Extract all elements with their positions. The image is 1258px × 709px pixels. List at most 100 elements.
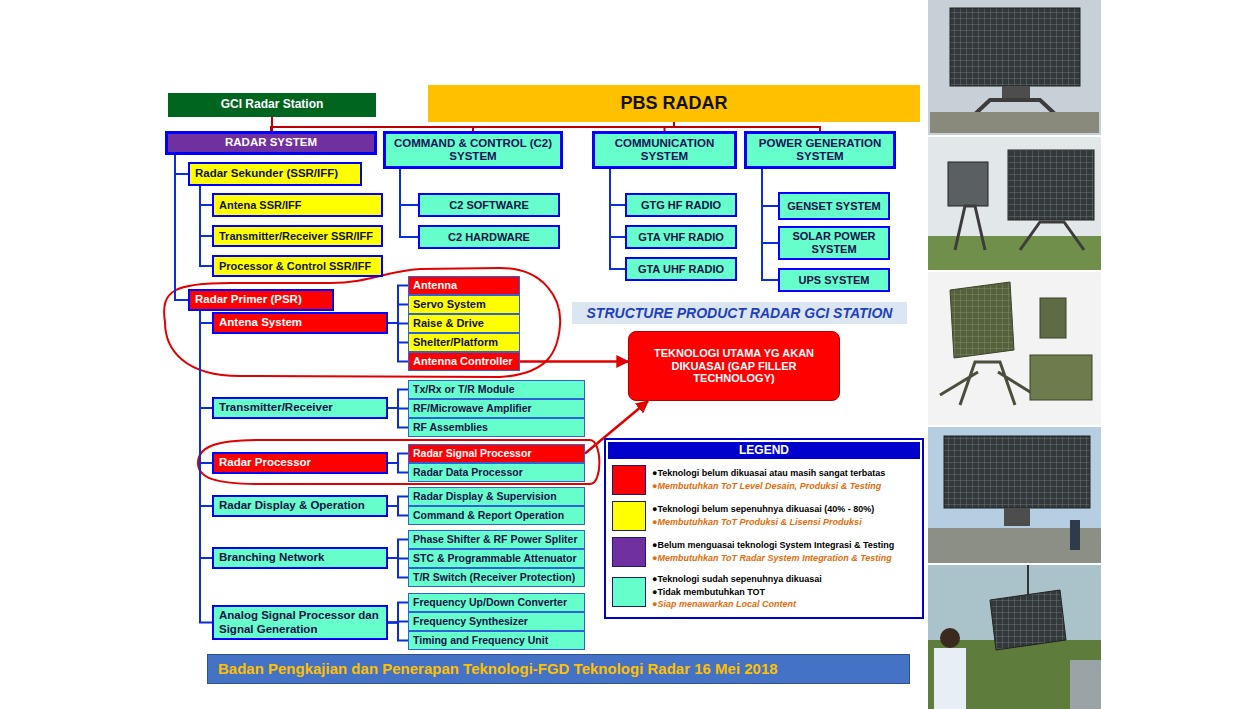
tree-connector	[388, 603, 408, 623]
legend-note: ●Membutuhkan ToT Radar System Integratio…	[652, 552, 894, 565]
node-label: Transmitter/Receiver SSR/IFF	[219, 230, 373, 243]
tree-connector	[200, 311, 212, 463]
subsystem-box: Analog Signal Processor dan Signal Gener…	[212, 605, 388, 640]
photo-radar-1	[928, 0, 1101, 135]
subsystem-box: SOLAR POWER SYSTEM	[778, 226, 890, 260]
photo-radar-4	[928, 427, 1101, 563]
node-label: Shelter/Platform	[413, 336, 498, 349]
tree-connector	[388, 623, 408, 641]
node-label: Antena System	[219, 316, 302, 329]
legend-text: ●Teknologi belum dikuasai atau masih san…	[652, 467, 885, 480]
node-label: Analog Signal Processor dan Signal Gener…	[219, 609, 381, 635]
antenna-legs	[955, 206, 1084, 250]
tree-connector	[400, 169, 418, 237]
node-label: Radar Signal Processor	[413, 447, 531, 459]
node-label: RADAR SYSTEM	[225, 136, 317, 149]
subsystem-box: Transmitter/Receiver	[212, 397, 388, 419]
node-label: C2 HARDWARE	[448, 231, 530, 244]
title-banner: PBS RADAR	[428, 85, 920, 122]
node-label: Transmitter/Receiver	[219, 401, 333, 414]
node-label: GCI Radar Station	[221, 98, 324, 112]
antenna-pedestal	[1004, 508, 1030, 526]
legend-note: ●Siap menawarkan Local Content	[652, 598, 822, 611]
grass	[928, 640, 1101, 709]
tree-connector	[200, 186, 212, 236]
node-label: Antena SSR/IFF	[219, 199, 302, 212]
antenna-array	[1008, 150, 1094, 220]
component-box: Phase Shifter & RF Power Spliter	[408, 530, 585, 549]
system-box: COMMAND & CONTROL (C2) SYSTEM	[383, 131, 563, 169]
highlight-ellipse	[198, 440, 599, 484]
tree-connector	[388, 497, 408, 507]
component-box: RF Assemblies	[408, 418, 585, 437]
tree-connector	[762, 169, 778, 206]
node-label: PBS RADAR	[620, 93, 727, 114]
legend-title: LEGEND	[608, 442, 920, 459]
node-label: Phase Shifter & RF Power Spliter	[413, 533, 578, 545]
component-box: T/R Switch (Receiver Protection)	[408, 568, 585, 587]
system-box: RADAR SYSTEM	[165, 131, 377, 155]
legend-swatch	[612, 501, 646, 531]
tree-connector	[610, 169, 625, 237]
subsystem-box: Radar Processor	[212, 452, 388, 474]
component-box: Radar Display & Supervision	[408, 487, 585, 506]
subsystem-box: GTG HF RADIO	[625, 193, 737, 217]
node-label: Radar Primer (PSR)	[195, 293, 302, 306]
antenna-array	[950, 282, 1014, 358]
subsystem-box: C2 HARDWARE	[418, 225, 560, 249]
component-box: Antenna Controller	[408, 352, 520, 371]
tree-connector	[762, 169, 778, 280]
node-label: Raise & Drive	[413, 317, 484, 330]
person	[934, 648, 966, 709]
subsystem-box: UPS SYSTEM	[778, 268, 890, 292]
component-box: Radar Signal Processor	[408, 444, 585, 463]
subsystem-box: Transmitter/Receiver SSR/IFF	[212, 225, 383, 247]
photo-ground	[928, 427, 1101, 563]
person-head	[940, 628, 960, 648]
tree-connector	[200, 186, 212, 205]
tree-connector	[610, 169, 625, 269]
legend-swatch	[612, 537, 646, 567]
node-label: COMMUNICATION SYSTEM	[599, 137, 730, 163]
component-box: STC & Programmable Attenuator	[408, 549, 585, 568]
subsystem-box: Antena System	[212, 312, 388, 334]
tree-connector	[200, 311, 212, 558]
tree-connector	[200, 311, 212, 323]
component-box: Frequency Up/Down Converter	[408, 593, 585, 612]
tree-connector	[388, 454, 408, 464]
antenna-array	[990, 590, 1066, 650]
subsystem-box: GTA VHF RADIO	[625, 225, 737, 249]
tree-connector	[388, 558, 408, 578]
antenna-legs	[940, 362, 1035, 405]
subsystem-box: Radar Display & Operation	[212, 495, 388, 517]
subsystem-box: Branching Network	[212, 547, 388, 569]
photo-radar-2	[928, 137, 1101, 270]
station-box: GCI Radar Station	[168, 93, 376, 117]
node-label: Frequency Synthesizer	[413, 615, 528, 627]
tree-connector	[388, 286, 408, 324]
node-label: Radar Data Processor	[413, 466, 523, 478]
component-box: Frequency Synthesizer	[408, 612, 585, 631]
tree-connector	[388, 463, 408, 473]
node-label: Processor & Control SSR/IFF	[219, 260, 371, 273]
node-label: GENSET SYSTEM	[787, 200, 881, 213]
subsystem-box: GENSET SYSTEM	[778, 192, 890, 220]
component-box: Timing and Frequency Unit	[408, 631, 585, 650]
node-label: Antenna	[413, 279, 457, 292]
tree-connector	[200, 311, 212, 506]
component-box: Shelter/Platform	[408, 333, 520, 352]
legend-note: ●Tidak membutuhkan TOT	[652, 586, 822, 599]
node-label: T/R Switch (Receiver Protection)	[413, 571, 575, 583]
highlight-ellipse	[164, 268, 560, 377]
legend-text-block: ●Teknologi sudah sepenuhnya dikuasai●Tid…	[652, 573, 822, 611]
section-label: STRUCTURE PRODUCT RADAR GCI STATION	[572, 302, 907, 324]
node-label: Command & Report Operation	[413, 509, 564, 521]
tree-connector	[200, 311, 212, 623]
node-label: Branching Network	[219, 551, 324, 564]
antenna-array	[944, 436, 1090, 508]
tree-connector	[388, 540, 408, 559]
legend-row: ●Teknologi belum dikuasai atau masih san…	[612, 465, 917, 495]
legend-row: ●Teknologi belum sepenuhnya dikuasai (40…	[612, 501, 917, 531]
callout-box: TEKNOLOGI UTAMA YG AKAN DIKUASAI (GAP FI…	[628, 331, 840, 401]
node-label: Radar Processor	[219, 456, 311, 469]
